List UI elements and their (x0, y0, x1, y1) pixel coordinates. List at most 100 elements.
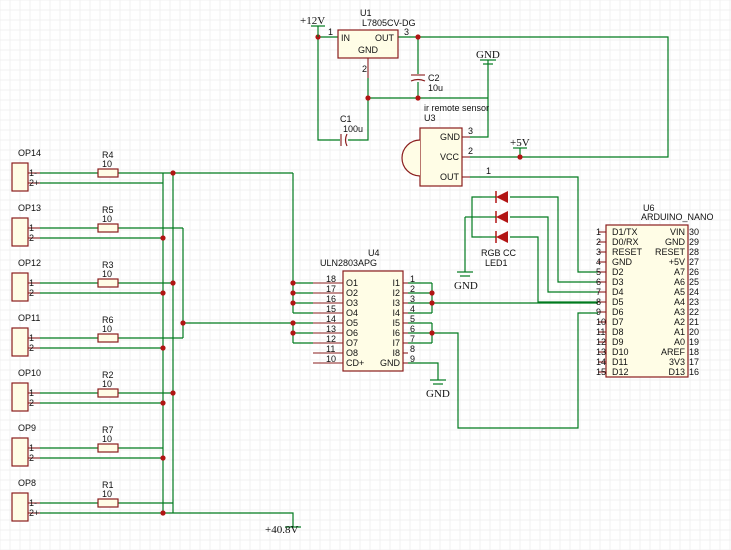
arduino-pin-num: 26 (689, 267, 699, 277)
resistor-body (97, 443, 119, 453)
power-12v-label: +12V (300, 15, 325, 27)
arduino-pin-name: D11 (612, 357, 628, 367)
resistor-ref: R5 (102, 205, 114, 215)
driver-ref: U4 (368, 248, 380, 258)
capacitor-c2-ref: C2 (428, 73, 440, 83)
resistor-ref: R7 (102, 425, 114, 435)
arduino-pin-num: 29 (689, 237, 699, 247)
arduino-pin-num: 12 (596, 337, 606, 347)
junction-dot (290, 300, 296, 306)
arduino-pin-num: 4 (596, 257, 601, 267)
arduino-pin-name: D8 (612, 327, 624, 337)
ir-sensor-pin-out: OUT (440, 172, 460, 182)
resistor-body (97, 498, 119, 508)
arduino-pin-name: D3 (612, 277, 624, 287)
gnd-driver: GND (426, 379, 450, 400)
resistor-body (97, 168, 119, 178)
resistor-ref: R4 (102, 150, 114, 160)
resistor-ref: R6 (102, 315, 114, 325)
rgb-led: RGB CC LED1 (465, 191, 517, 268)
junction-dot (290, 280, 296, 286)
connector-label: OP11 (18, 313, 40, 323)
ir-sensor-num1: 1 (486, 166, 491, 176)
connector-pin1: 1- (29, 498, 37, 508)
connector-label: OP8 (18, 478, 36, 488)
driver-pin-name: GND (380, 358, 401, 368)
arduino-pin-num: 17 (689, 357, 699, 367)
driver-pin-num: 7 (410, 334, 415, 344)
wire (348, 98, 369, 141)
ir-sensor-pin-vcc: VCC (440, 152, 460, 162)
resistor-ref: R3 (102, 260, 114, 270)
junction-dot (415, 95, 421, 101)
junction-dot (160, 290, 166, 296)
arduino-pin-name: D13 (668, 367, 685, 377)
ir-sensor-u3: ir remote sensor U3 GND VCC OUT 3 2 1 (401, 103, 491, 187)
wire (470, 60, 489, 138)
resistor-value: 10 (102, 434, 112, 444)
gnd-led: GND (454, 271, 478, 292)
driver-pin-num: 8 (410, 344, 415, 354)
arduino-pin-num: 21 (689, 317, 699, 327)
connector-body (11, 382, 29, 412)
driver-pin-num: 15 (326, 304, 336, 314)
regulator-pin1-num: 1 (328, 27, 333, 37)
led-diode-icon (482, 191, 508, 203)
connector-pin2: 2 (29, 453, 34, 463)
gnd-led-label: GND (454, 280, 478, 292)
junction-dot (365, 95, 371, 101)
regulator-pin-out: OUT (375, 33, 395, 43)
arduino-pin-name: D1/TX (612, 227, 638, 237)
driver-pin-name: O3 (346, 298, 358, 308)
arduino-pin-name: D4 (612, 287, 624, 297)
connector-label: OP13 (18, 203, 41, 213)
junction-dot (160, 455, 166, 461)
resistor-value: 10 (102, 214, 112, 224)
connector-label: OP14 (18, 148, 41, 158)
resistor-value: 10 (102, 489, 112, 499)
arduino-pin-name: A4 (674, 297, 685, 307)
gnd-sensor-label: GND (476, 49, 500, 61)
wire (408, 312, 598, 429)
driver-pin-num: 17 (326, 284, 336, 294)
connector-body (11, 327, 29, 357)
regulator-pin-in: IN (341, 33, 350, 43)
driver-pin-name: O7 (346, 338, 358, 348)
resistor-value: 10 (102, 324, 112, 334)
arduino-pin-name: A1 (674, 327, 685, 337)
driver-pin-name: CD+ (346, 358, 364, 368)
driver-pin-num: 16 (326, 294, 336, 304)
arduino-pin-num: 25 (689, 277, 699, 287)
gnd-driver-label: GND (426, 388, 450, 400)
driver-pin-name: I8 (392, 348, 400, 358)
arduino-pin-num: 10 (596, 317, 606, 327)
driver-pin-name: I4 (392, 308, 400, 318)
arduino-pin-num: 11 (596, 327, 605, 337)
driver-pin-name: O6 (346, 328, 358, 338)
arduino-pin-num: 28 (689, 247, 699, 257)
arduino-pin-name: D0/RX (612, 237, 639, 247)
arduino-pin-num: 20 (689, 327, 699, 337)
arduino-value: ARDUINO_NANO (641, 212, 714, 222)
connector-pin2: 2+ (29, 508, 39, 518)
junction-dot (290, 290, 296, 296)
arduino-pin-num: 3 (596, 247, 601, 257)
led-value: RGB CC (481, 248, 517, 258)
arduino-pin-name: D7 (612, 317, 624, 327)
junction-dot (290, 320, 296, 326)
driver-pin-num: 1 (410, 274, 415, 284)
driver-pin-name: O5 (346, 318, 358, 328)
ir-sensor-ref: U3 (424, 113, 436, 123)
arduino-ref: U6 (643, 203, 655, 213)
junction-dot (290, 330, 296, 336)
regulator-body (337, 29, 399, 59)
junction-dot (429, 300, 435, 306)
arduino-pin-num: 15 (596, 367, 606, 377)
driver-pin-num: 13 (326, 324, 336, 334)
